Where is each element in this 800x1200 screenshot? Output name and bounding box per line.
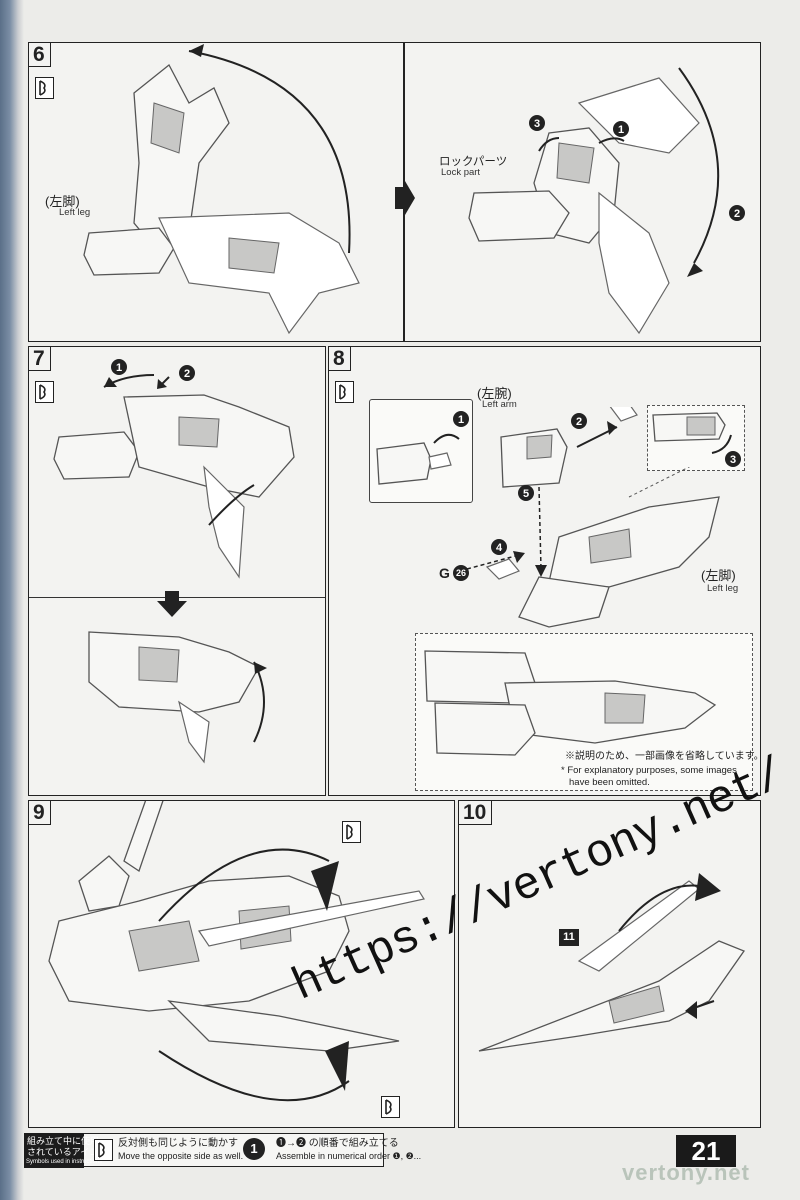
step-6-circle-3: 3 — [534, 118, 540, 130]
footer-order-en: Assemble in numerical order ❶, ❷... — [276, 1151, 422, 1161]
step-6-number: 6 — [29, 43, 51, 67]
step-8-number: 8 — [329, 347, 351, 371]
step-8-assembled-drawing — [424, 650, 717, 756]
move-opposite-icon — [35, 381, 54, 403]
step-8-left-leg-label-en: Left leg — [707, 583, 739, 594]
step-8-note-en-2: have been omitted. — [569, 777, 650, 788]
step-7-leg-drawing-top: 1 2 — [53, 359, 295, 579]
step-8-part-number-badge: 26 — [453, 565, 469, 581]
step-8-circle-3: 3 — [730, 454, 736, 466]
step-8-left-arm-label-jp: (左腕) — [477, 386, 512, 401]
footer-legend-en: Symbols used in instructions — [26, 1159, 103, 1165]
footer-order-circle: 1 — [243, 1138, 265, 1160]
footer-legend-title-bg — [24, 1133, 84, 1168]
step-6-circle-2: 2 — [734, 208, 740, 220]
move-opposite-icon — [335, 381, 354, 403]
step-6-folded-leg-drawing: 3 1 2 — [468, 67, 745, 335]
footer-opposite-en: Move the opposite side as well. — [118, 1151, 244, 1161]
footer-move-opposite-icon — [94, 1139, 113, 1161]
step-9-robot-drawing — [48, 801, 425, 1102]
step-6-left-leg-label-jp: (左脚) — [45, 194, 80, 209]
footer-legend-jp-2: されているアイコン — [27, 1147, 108, 1157]
step-9-panel: 9 — [28, 800, 455, 1128]
step-8-circle-5: 5 — [523, 488, 529, 500]
step-7-number: 7 — [29, 347, 51, 371]
step-7-arrow-down — [157, 591, 187, 617]
step-7-circle-2: 2 — [184, 368, 190, 380]
step-8-leg-drawing: 5 4 — [466, 467, 720, 628]
step-8-left-arm-label-en: Left arm — [482, 399, 517, 410]
step-7-panel: 7 1 2 — [28, 346, 326, 796]
step-7-circle-1: 1 — [116, 362, 122, 374]
step-8-arm-drawing: 2 — [500, 407, 638, 488]
page-number: 21 — [676, 1135, 736, 1167]
step-10-weapon-drawing — [478, 873, 746, 1052]
step-8-note-en-1: * For explanatory purposes, some images — [561, 765, 737, 776]
step-10-part-number-badge: 11 — [559, 929, 579, 946]
move-opposite-icon — [35, 77, 54, 99]
step-6-lock-part-label-en: Lock part — [441, 167, 481, 178]
step-10-panel: 10 11 — [458, 800, 761, 1128]
step-7-leg-drawing-bottom — [88, 631, 267, 764]
step-6-arrow-right — [395, 181, 415, 215]
footer-opposite-jp: 反対側も同じように動かす — [118, 1138, 238, 1149]
footer-order-jp: ❶→❷ の順番で組み立てる — [276, 1138, 399, 1149]
step-8-circle-2: 2 — [576, 416, 582, 428]
step-9-number: 9 — [29, 801, 51, 825]
step-6-lock-part-label-jp: ロックパーツ — [439, 156, 508, 168]
step-8-arm-detail-drawing: 1 — [376, 411, 469, 485]
step-8-part-letter: G — [439, 565, 450, 581]
footer-legend-box — [24, 1133, 384, 1167]
step-8-note-jp: ※説明のため、一部画像を省略しています。 — [565, 751, 761, 762]
step-10-number: 10 — [459, 801, 493, 825]
step-8-connector-drawing: 3 — [652, 412, 741, 467]
step-8-panel: 8 1 (左腕) Left arm 2 — [328, 346, 761, 796]
step-8-left-leg-label-jp: (左脚) — [701, 568, 736, 583]
step-8-circle-4: 4 — [496, 542, 503, 554]
move-opposite-icon — [342, 821, 361, 843]
move-opposite-icon — [381, 1096, 400, 1118]
step-6-left-leg-drawing — [83, 44, 360, 335]
site-watermark: vertony.net — [622, 1160, 750, 1185]
step-6-circle-1: 1 — [618, 124, 624, 136]
step-6-left-leg-label-en: Left leg — [59, 207, 91, 218]
step-6-panel: 6 (左脚) Left leg — [28, 42, 761, 342]
footer-legend-jp-1: 組み立て中に使用 — [27, 1136, 100, 1146]
step-8-circle-1: 1 — [458, 414, 464, 426]
